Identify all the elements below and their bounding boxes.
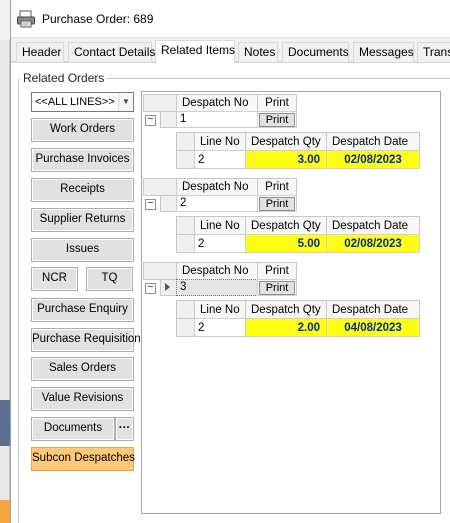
window-title: Purchase Order: 689 [42,11,154,26]
print-button[interactable]: Print [259,197,295,211]
despatch-no-cell[interactable]: 1 [176,111,258,128]
detail-row-header[interactable] [176,318,195,337]
col-line-no[interactable]: Line No [194,216,246,235]
tab-contact-details[interactable]: Contact Details [68,42,155,62]
background-orange-block [0,500,10,523]
collapse-icon[interactable]: − [145,198,156,210]
col-despatch-date[interactable]: Despatch Date [326,300,420,319]
col-despatch-date[interactable]: Despatch Date [326,132,420,151]
lines-filter-value: <<ALL LINES>> [35,96,115,108]
despatch-date-cell[interactable]: 02/08/2023 [326,234,420,253]
related-items-panel: Related Orders <<ALL LINES>> ▼ Work Orde… [11,62,450,523]
despatch-no-cell[interactable]: 2 [176,195,258,212]
despatch-no-cell-selected[interactable]: 3 [176,279,258,296]
col-despatch-date[interactable]: Despatch Date [326,216,420,235]
detail-corner [176,300,195,319]
col-print[interactable]: Print [257,178,297,196]
tab-related-items[interactable]: Related Items [155,40,235,63]
lines-filter-select[interactable]: <<ALL LINES>> ▼ [31,92,134,112]
purchase-enquiry-button[interactable]: Purchase Enquiry [31,298,134,322]
despatch-qty-cell[interactable]: 2.00 [245,318,327,337]
despatch-date-cell[interactable]: 02/08/2023 [326,150,420,169]
collapse-icon[interactable]: − [145,282,156,294]
col-despatch-no[interactable]: Despatch No [176,262,258,280]
purchase-order-window: Purchase Order: 689 Header Contact Detai… [10,0,450,523]
tab-strip: Header Contact Details Related Items Not… [11,40,450,63]
detail-row-header[interactable] [176,150,195,169]
line-no-cell[interactable]: 2 [194,150,246,169]
col-line-no[interactable]: Line No [194,300,246,319]
col-print[interactable]: Print [257,262,297,280]
printer-icon [17,10,35,27]
chevron-down-icon[interactable]: ▼ [118,93,133,111]
row-header[interactable] [160,195,177,212]
collapse-icon[interactable]: − [145,114,156,126]
tq-button[interactable]: TQ [86,267,133,291]
grid-corner [143,178,177,196]
tab-documents[interactable]: Documents [282,42,349,62]
work-orders-button[interactable]: Work Orders [31,118,134,142]
supplier-returns-button[interactable]: Supplier Returns [31,208,134,232]
detail-corner [176,132,195,151]
tab-transactions[interactable]: Transa [417,42,450,62]
col-line-no[interactable]: Line No [194,132,246,151]
despatch-date-cell[interactable]: 04/08/2023 [326,318,420,337]
col-print[interactable]: Print [257,94,297,112]
line-no-cell[interactable]: 2 [194,234,246,253]
print-button[interactable]: Print [259,281,295,295]
col-despatch-qty[interactable]: Despatch Qty [245,216,327,235]
subcon-despatches-button[interactable]: Subcon Despatches [31,447,135,471]
background-window-edge [0,40,10,523]
tab-notes[interactable]: Notes [238,42,278,62]
despatch-grid: Despatch No Print − 1 Print Line No Desp… [141,91,441,514]
title-bar[interactable]: Purchase Order: 689 [11,0,450,38]
background-blue-block [0,400,10,446]
documents-button[interactable]: Documents [31,417,115,441]
col-despatch-qty[interactable]: Despatch Qty [245,132,327,151]
documents-more-button[interactable]: ··· [115,417,134,441]
issues-button[interactable]: Issues [31,238,134,262]
row-header[interactable] [160,111,177,128]
detail-corner [176,216,195,235]
current-row-icon [165,283,170,291]
grid-corner [143,94,177,112]
related-orders-label: Related Orders [20,71,108,85]
col-despatch-qty[interactable]: Despatch Qty [245,300,327,319]
despatch-qty-cell[interactable]: 3.00 [245,150,327,169]
tab-header[interactable]: Header [16,42,64,62]
line-no-cell[interactable]: 2 [194,318,246,337]
purchase-invoices-button[interactable]: Purchase Invoices [31,148,134,172]
tab-messages[interactable]: Messages [353,42,414,62]
sales-orders-button[interactable]: Sales Orders [31,357,134,381]
despatch-qty-cell[interactable]: 5.00 [245,234,327,253]
related-orders-group [18,78,450,523]
col-despatch-no[interactable]: Despatch No [176,178,258,196]
value-revisions-button[interactable]: Value Revisions [31,387,134,411]
print-button[interactable]: Print [259,113,295,127]
col-despatch-no[interactable]: Despatch No [176,94,258,112]
grid-corner [143,262,177,280]
ncr-button[interactable]: NCR [31,267,78,291]
receipts-button[interactable]: Receipts [31,178,134,202]
purchase-requisition-button[interactable]: Purchase Requisition [31,328,141,352]
detail-row-header[interactable] [176,234,195,253]
